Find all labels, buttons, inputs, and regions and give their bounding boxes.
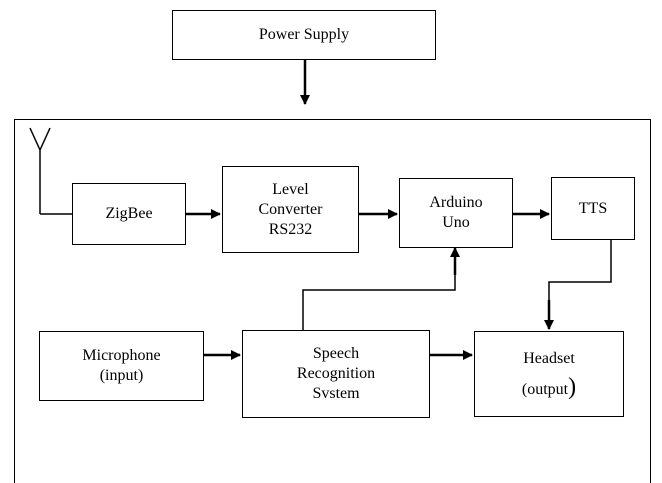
headset-output-text: (output: [521, 380, 569, 398]
tts-label: TTS: [578, 199, 608, 217]
arduino-uno-block: Arduino Uno: [399, 178, 513, 248]
tts-block: TTS: [551, 177, 635, 240]
zigbee-label: ZigBee: [105, 205, 153, 222]
speech-recognition-block: Speech Recognition Svstem: [242, 330, 430, 418]
zigbee-block: ZigBee: [72, 183, 186, 245]
level-converter-block: Level Converter RS232: [222, 166, 359, 253]
headset-label: Headset: [523, 349, 575, 367]
tts-to-headset-wire: [548, 240, 612, 316]
power-supply-label: Power Supply: [258, 26, 350, 43]
headset-output-label: (output): [521, 373, 577, 400]
arduino-uno-label: Arduino Uno: [429, 194, 483, 231]
microphone-label: Microphone (input): [82, 347, 161, 384]
antenna-icon: [29, 127, 72, 215]
power-supply-block: Power Supply: [172, 10, 436, 60]
microphone-block: Microphone (input): [39, 331, 204, 401]
headset-block: Headset (output): [474, 331, 624, 417]
level-converter-label: Level Converter RS232: [258, 180, 323, 238]
speech-to-arduino-wire: [302, 262, 456, 330]
speech-recognition-label: Speech Recognition Svstem: [296, 345, 376, 402]
headset-output-paren: ): [568, 373, 577, 400]
system-enclosure: [14, 119, 651, 483]
